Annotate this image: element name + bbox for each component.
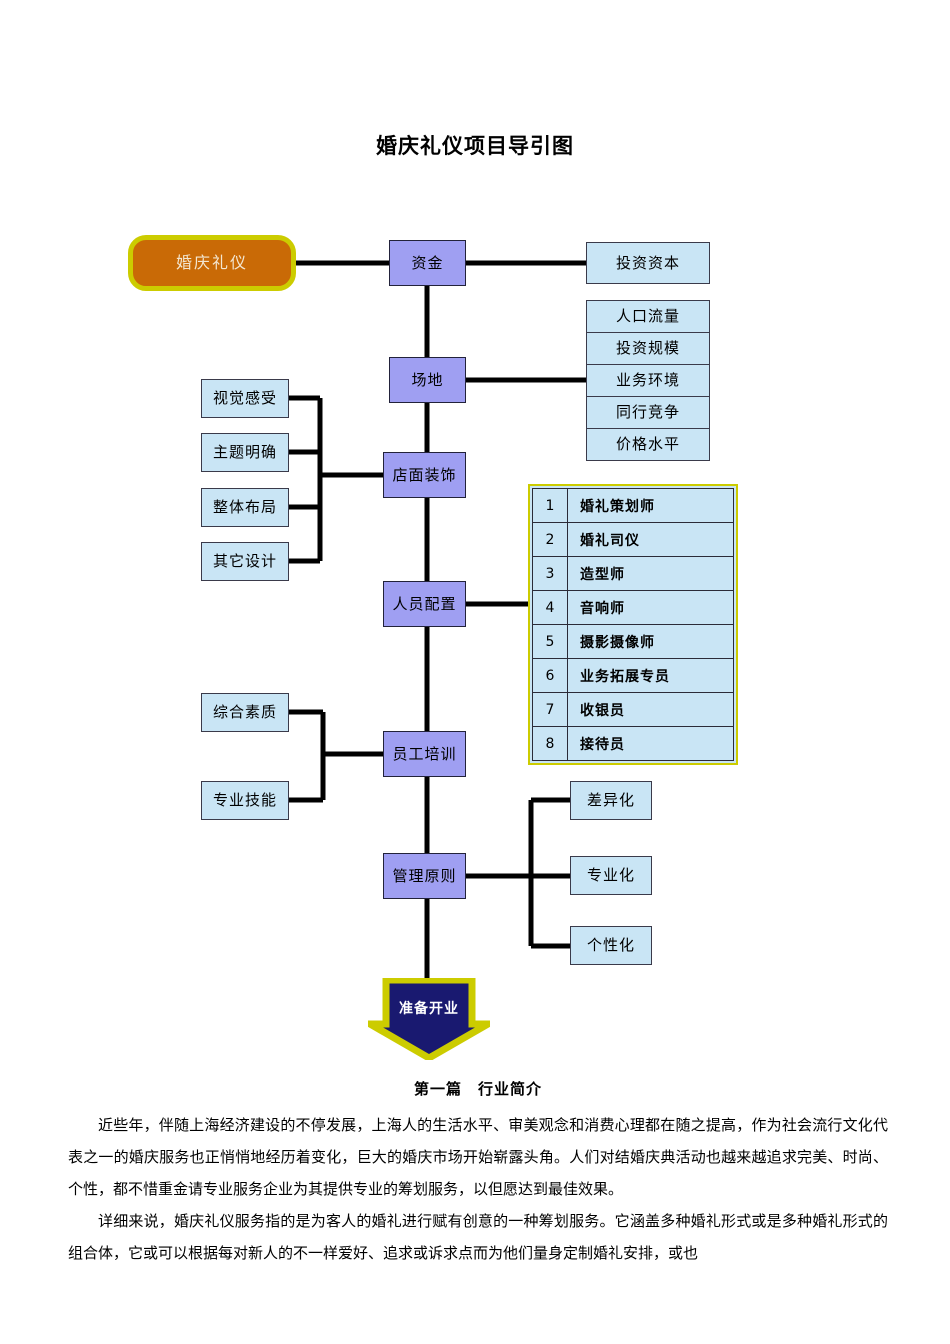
node-leaf-professional-skill[interactable]: 专业技能 <box>201 781 289 820</box>
node-leaf-investment-scale-label: 投资规模 <box>615 339 680 357</box>
node-leaf-business-environment-label: 业务环境 <box>615 371 680 389</box>
node-trunk-management-principles-label: 管理原则 <box>392 866 457 885</box>
node-leaf-other-design[interactable]: 其它设计 <box>201 542 289 581</box>
table-cell-index: 1 <box>532 488 568 523</box>
node-leaf-overall-layout-label: 整体布局 <box>212 498 277 516</box>
section-heading: 第一篇 行业简介 <box>413 1080 542 1098</box>
node-leaf-comprehensive-quality-label: 综合素质 <box>212 703 277 721</box>
table-row[interactable]: 6 业务拓展专员 <box>532 658 734 693</box>
terminal-arrow-open-for-business[interactable]: 准备开业 <box>356 976 502 1063</box>
node-trunk-staff-training[interactable]: 员工培训 <box>383 731 466 777</box>
personnel-table-body: 1 婚礼策划师 2 婚礼司仪 3 造型师 4 音响师 5 摄影摄像师 <box>532 488 734 761</box>
node-trunk-venue[interactable]: 场地 <box>389 357 466 403</box>
node-leaf-differentiation-label: 差异化 <box>586 791 635 809</box>
node-leaf-personalization[interactable]: 个性化 <box>570 926 652 965</box>
node-trunk-staffing-label: 人员配置 <box>392 594 457 613</box>
node-trunk-storefront-decoration-label: 店面装饰 <box>392 465 457 484</box>
node-leaf-peer-competition[interactable]: 同行竞争 <box>586 396 710 429</box>
node-leaf-comprehensive-quality[interactable]: 综合素质 <box>201 693 289 732</box>
node-leaf-personalization-label: 个性化 <box>586 936 635 954</box>
table-cell-index: 4 <box>532 590 568 625</box>
table-cell-index: 3 <box>532 556 568 591</box>
node-leaf-investment-capital[interactable]: 投资资本 <box>586 242 710 284</box>
page-title: 婚庆礼仪项目导引图 <box>376 134 574 158</box>
table-row[interactable]: 2 婚礼司仪 <box>532 522 734 557</box>
node-leaf-specialization[interactable]: 专业化 <box>570 856 652 895</box>
node-leaf-foot-traffic[interactable]: 人口流量 <box>586 300 710 333</box>
node-trunk-funding[interactable]: 资金 <box>389 240 466 286</box>
node-leaf-price-level-label: 价格水平 <box>615 435 680 453</box>
body-paragraph-2: 详细来说，婚庆礼仪服务指的是为客人的婚礼进行赋有创意的一种筹划服务。它涵盖多种婚… <box>68 1212 888 1262</box>
node-trunk-management-principles[interactable]: 管理原则 <box>383 853 466 899</box>
table-cell-role: 婚礼策划师 <box>567 488 734 523</box>
table-row[interactable]: 4 音响师 <box>532 590 734 625</box>
node-leaf-clear-theme[interactable]: 主题明确 <box>201 433 289 472</box>
node-leaf-peer-competition-label: 同行竞争 <box>615 403 680 421</box>
table-row[interactable]: 3 造型师 <box>532 556 734 591</box>
node-trunk-staffing[interactable]: 人员配置 <box>383 581 466 627</box>
node-leaf-other-design-label: 其它设计 <box>212 552 277 570</box>
node-leaf-differentiation[interactable]: 差异化 <box>570 781 652 820</box>
node-leaf-visual-feel[interactable]: 视觉感受 <box>201 379 289 418</box>
table-cell-index: 2 <box>532 522 568 557</box>
body-paragraph-1: 近些年，伴随上海经济建设的不停发展，上海人的生活水平、审美观念和消费心理都在随之… <box>68 1116 888 1198</box>
node-leaf-overall-layout[interactable]: 整体布局 <box>201 488 289 527</box>
table-row[interactable]: 5 摄影摄像师 <box>532 624 734 659</box>
table-cell-index: 7 <box>532 692 568 727</box>
node-leaf-visual-feel-label: 视觉感受 <box>212 389 277 407</box>
table-cell-role: 造型师 <box>567 556 734 591</box>
body-section: 第一篇 行业简介 近些年，伴随上海经济建设的不停发展，上海人的生活水平、审美观念… <box>68 1078 888 1269</box>
table-cell-role: 收银员 <box>567 692 734 727</box>
table-cell-index: 8 <box>532 726 568 761</box>
node-root-wedding-ceremony[interactable]: 婚庆礼仪 <box>128 235 296 291</box>
table-row[interactable]: 1 婚礼策划师 <box>532 488 734 523</box>
flow-diagram: 婚庆礼仪 资金 场地 店面装饰 人员配置 员工培训 管理原则 投资资本 人口流量… <box>128 235 738 1063</box>
node-leaf-price-level[interactable]: 价格水平 <box>586 428 710 461</box>
table-cell-role: 接待员 <box>567 726 734 761</box>
node-leaf-specialization-label: 专业化 <box>586 866 635 884</box>
node-trunk-funding-label: 资金 <box>411 253 444 272</box>
table-cell-index: 6 <box>532 658 568 693</box>
node-trunk-venue-label: 场地 <box>411 370 444 389</box>
connector-lines <box>288 260 586 985</box>
node-leaf-investment-capital-label: 投资资本 <box>615 253 680 272</box>
node-trunk-storefront-decoration[interactable]: 店面装饰 <box>383 452 466 498</box>
table-cell-role: 摄影摄像师 <box>567 624 734 659</box>
table-cell-index: 5 <box>532 624 568 659</box>
node-leaf-foot-traffic-label: 人口流量 <box>615 307 680 325</box>
node-trunk-staff-training-label: 员工培训 <box>392 744 457 763</box>
table-row[interactable]: 8 接待员 <box>532 726 734 761</box>
table-cell-role: 婚礼司仪 <box>567 522 734 557</box>
node-leaf-professional-skill-label: 专业技能 <box>212 791 277 809</box>
node-leaf-clear-theme-label: 主题明确 <box>212 443 277 461</box>
node-root-label: 婚庆礼仪 <box>175 253 248 272</box>
down-arrow-icon <box>356 976 502 1063</box>
node-leaf-business-environment[interactable]: 业务环境 <box>586 364 710 397</box>
personnel-roles-table[interactable]: 1 婚礼策划师 2 婚礼司仪 3 造型师 4 音响师 5 摄影摄像师 <box>528 484 738 765</box>
table-cell-role: 业务拓展专员 <box>567 658 734 693</box>
node-leaf-investment-scale[interactable]: 投资规模 <box>586 332 710 365</box>
table-row[interactable]: 7 收银员 <box>532 692 734 727</box>
table-cell-role: 音响师 <box>567 590 734 625</box>
